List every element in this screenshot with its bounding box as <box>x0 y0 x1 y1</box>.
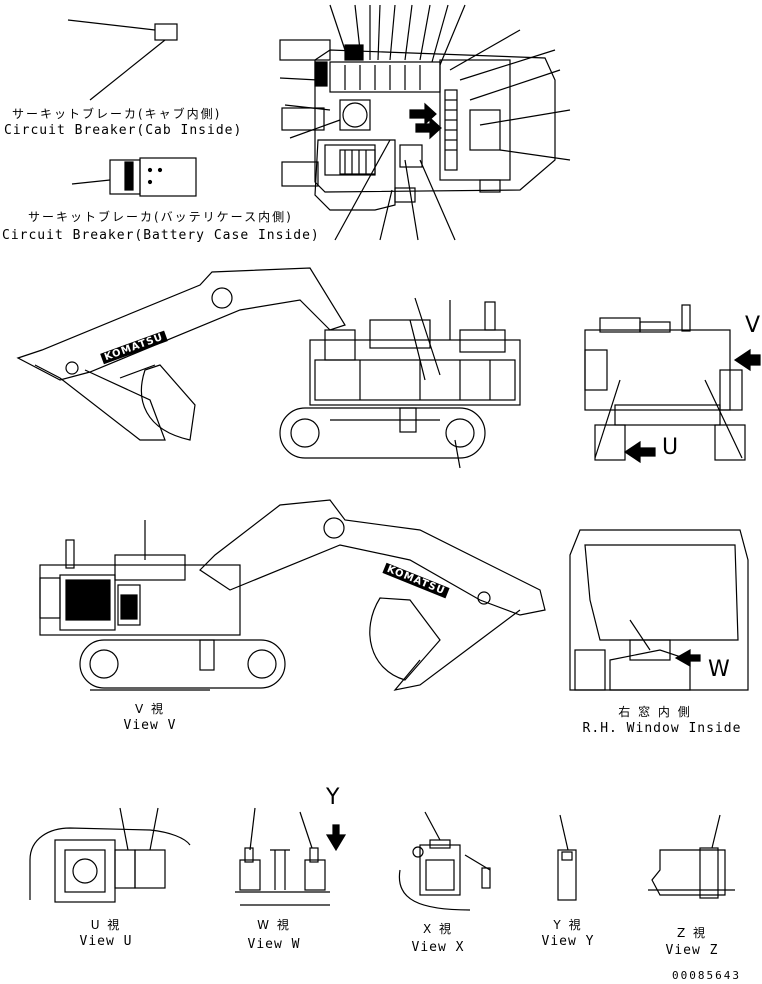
circuit-breaker-battery-detail <box>71 157 197 197</box>
view-y-label-en: View Y <box>541 934 595 949</box>
machine-side-view-right <box>39 499 546 691</box>
view-u-label-jp: U 視 <box>90 918 122 932</box>
view-letter-y: Y <box>326 785 341 810</box>
view-letter-u: U <box>662 435 680 460</box>
rh-window-label-en: R.H. Window Inside <box>582 721 742 736</box>
view-u-label-en: View U <box>79 934 133 949</box>
document-number: 00085643 <box>672 969 741 982</box>
cb-cab-label-en: Circuit Breaker(Cab Inside) <box>4 123 243 138</box>
view-x-label-en: View X <box>411 940 465 955</box>
machine-side-view-left <box>16 267 521 469</box>
view-y-label-jp: Y 視 <box>553 918 583 932</box>
view-z-label-jp: Z 視 <box>676 926 708 940</box>
machine-rear-view <box>584 304 761 464</box>
view-u-detail <box>29 807 191 903</box>
view-z-label-en: View Z <box>665 943 719 958</box>
rh-window-label-jp: 右 窓 内 側 <box>618 705 692 719</box>
view-y-detail <box>557 814 577 901</box>
view-w-label-en: View W <box>247 937 301 952</box>
cab-interior-view <box>569 529 749 691</box>
view-x-detail <box>398 811 491 911</box>
cb-battery-label-en: Circuit Breaker(Battery Case Inside) <box>2 228 320 243</box>
view-v-label-jp: V 視 <box>134 702 166 716</box>
view-letter-w: W <box>708 657 731 682</box>
view-v-label-en: View V <box>123 718 177 733</box>
circuit-breaker-cab-detail <box>67 19 178 101</box>
view-w-label-jp: W 視 <box>257 918 291 932</box>
view-x-label-jp: X 視 <box>422 922 454 936</box>
cb-battery-label-jp: サーキットブレーカ(バッテリケース内側) <box>28 210 293 224</box>
view-w-detail <box>235 807 347 906</box>
view-letter-v: V <box>745 313 762 338</box>
cb-cab-label-jp: サーキットブレーカ(キャブ内側) <box>12 107 222 121</box>
view-z-detail <box>648 814 735 899</box>
machine-top-view <box>279 4 571 241</box>
